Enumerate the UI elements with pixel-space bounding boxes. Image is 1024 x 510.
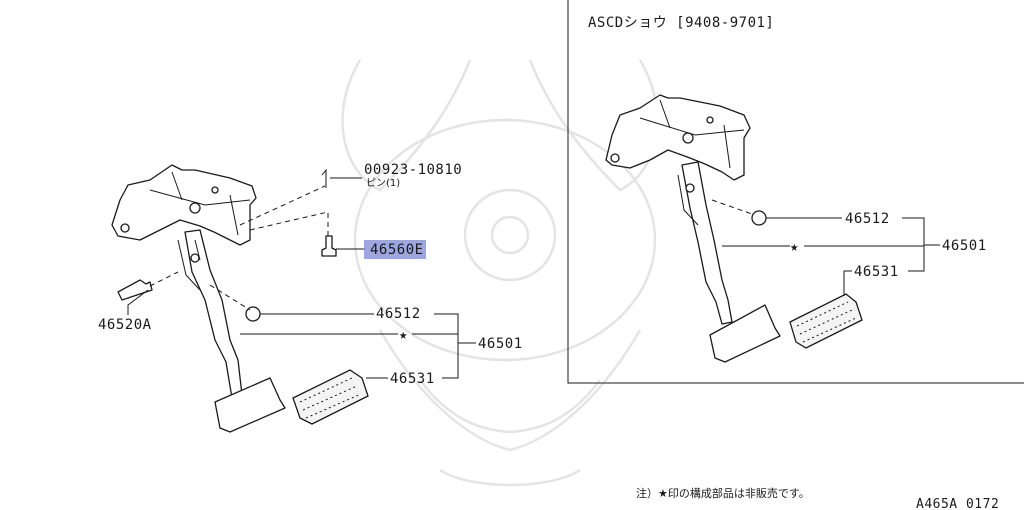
inset-pedal-pad-cover: [789, 293, 863, 349]
label-46531[interactable]: 46531: [390, 371, 435, 387]
inset-leaders: [722, 217, 940, 296]
inset-star-mark: ★: [790, 239, 799, 255]
pin-clip: [321, 168, 327, 188]
main-pedal-assembly: [111, 164, 369, 433]
clevis-pin: [117, 279, 153, 301]
inset-label-46531[interactable]: 46531: [854, 264, 899, 280]
inset-pedal-arm: [681, 161, 733, 325]
inset-frame: [567, 0, 1024, 384]
footer-note: 注）★印の構成部品は非販売です。: [636, 486, 810, 500]
label-46560e[interactable]: 46560E: [370, 242, 424, 258]
inset-title: ASCDショウ [9408-9701]: [588, 15, 774, 31]
pedal-pad-cover: [292, 369, 369, 425]
pedal-bracket: [111, 164, 257, 246]
part-highlight: [364, 240, 426, 259]
inset-stopper-rubber: [751, 210, 767, 226]
inset-pedal-assembly: [605, 94, 863, 363]
diagram-code: A465A 0172: [916, 497, 999, 510]
main-leaders: [127, 177, 476, 379]
pedal-pad: [214, 377, 286, 433]
label-46512[interactable]: 46512: [376, 306, 421, 322]
label-46520a[interactable]: 46520A: [98, 317, 152, 333]
label-pin-desc: ピン(1): [366, 177, 400, 189]
inset-label-46501[interactable]: 46501: [942, 238, 987, 254]
inset-label-46512[interactable]: 46512: [845, 211, 890, 227]
label-46501[interactable]: 46501: [478, 336, 523, 352]
inset-pedal-pad: [709, 304, 781, 363]
watermark-emblem: [341, 59, 659, 487]
inset-pedal-bracket: [605, 94, 751, 181]
star-mark: ★: [399, 327, 408, 343]
stop-lamp-bolt: [321, 235, 337, 257]
label-00923-10810[interactable]: 00923-10810: [364, 162, 462, 178]
